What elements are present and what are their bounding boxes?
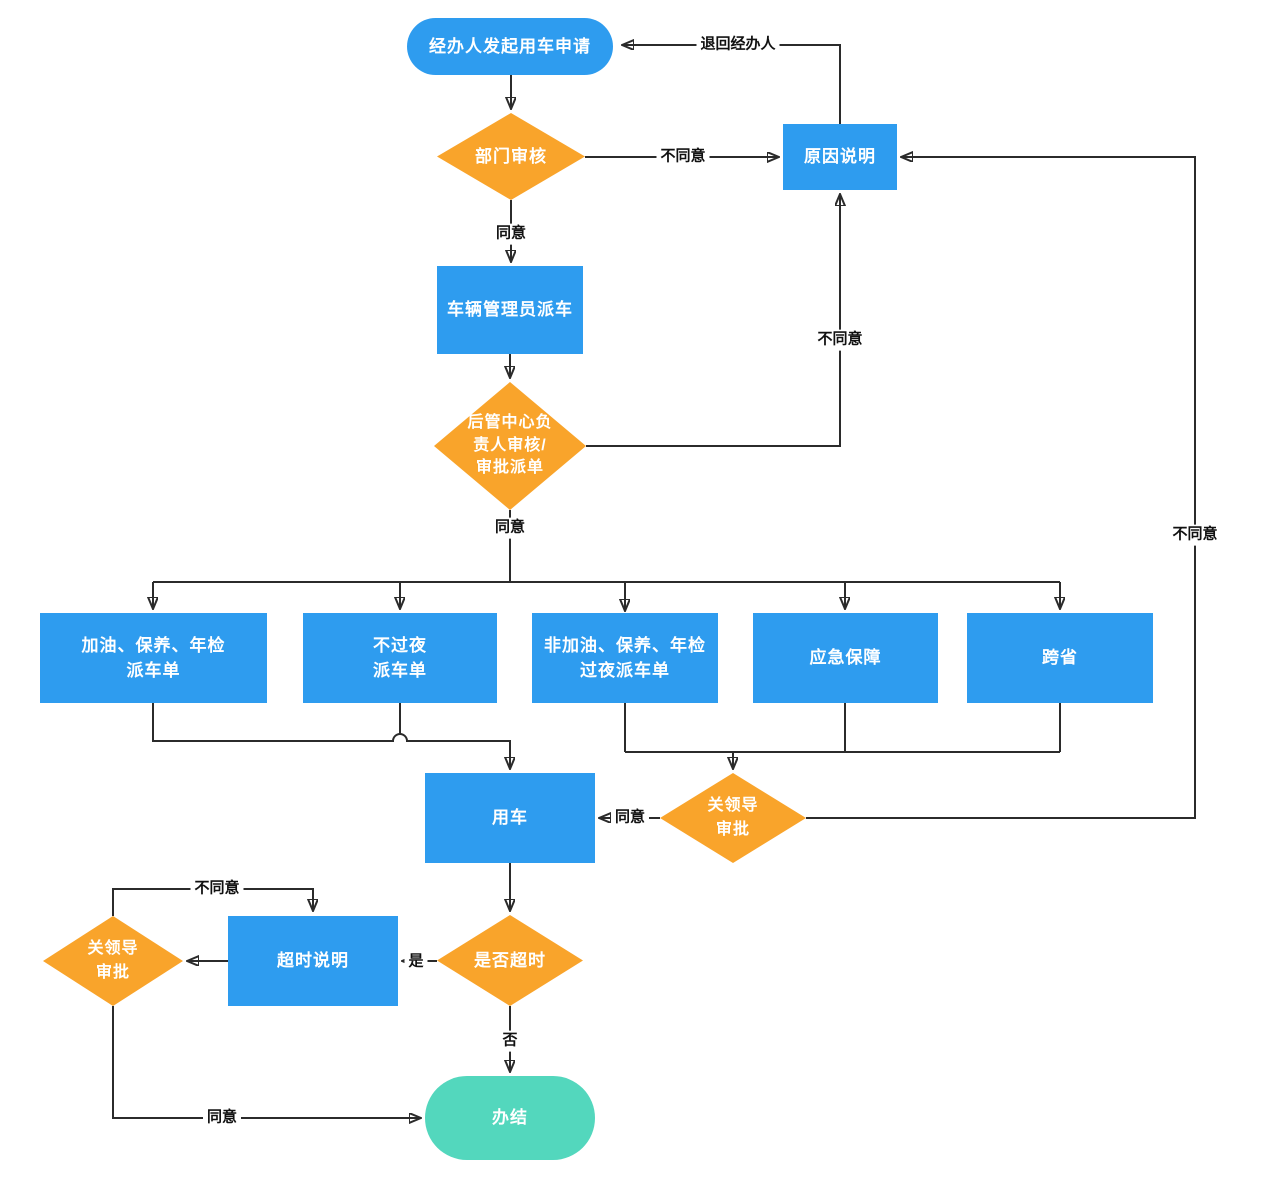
node-dept-review: 部门审核: [437, 113, 585, 200]
edge-label-yes: 是: [404, 951, 428, 973]
node-overtime-note: 超时说明: [228, 916, 398, 1006]
node-overtime-note-label: 超时说明: [277, 951, 349, 971]
edge-label-agree-center: 同意: [490, 517, 530, 539]
node-reason-label: 原因说明: [804, 147, 876, 167]
node-center-review-label: 后管中心负 责人审核/ 审批派单: [467, 414, 553, 477]
node-finish-label: 办结: [492, 1108, 528, 1128]
node-start: 经办人发起用车申请: [407, 18, 613, 75]
edge-order-fuel-to-use-vehicle: [152, 703, 510, 769]
node-order-fuel: 加油、保养、年检 派车单: [40, 613, 267, 703]
node-reason: 原因说明: [783, 124, 897, 190]
edge-leader-mid-to-reason: [806, 157, 1196, 819]
node-cross-province-label: 跨省: [1042, 648, 1078, 668]
edge-label-disagree-leader-mid: 不同意: [1168, 524, 1222, 546]
node-dispatch: 车辆管理员派车: [437, 266, 583, 354]
node-use-vehicle-label: 用车: [492, 808, 528, 828]
edge-reason-to-start-return: [622, 45, 841, 124]
node-emergency: 应急保障: [753, 613, 938, 703]
edge-center-review-to-reason: [586, 194, 840, 447]
node-leader-approval-mid-label: 关领导 审批: [707, 797, 759, 838]
edge-leader-bottom-to-finish: [112, 1006, 421, 1118]
edge-label-agree-leader-bottom: 同意: [202, 1107, 242, 1129]
node-overtime-check-label: 是否超时: [474, 950, 546, 970]
node-emergency-label: 应急保障: [809, 648, 882, 668]
edge-label-agree-leader-mid: 同意: [610, 807, 650, 829]
node-leader-approval-bottom-label: 关领导 审批: [87, 940, 139, 981]
node-overtime-check: 是否超时: [437, 915, 583, 1006]
node-dept-review-label: 部门审核: [475, 146, 547, 166]
node-cross-province: 跨省: [967, 613, 1153, 703]
node-center-review: 后管中心负 责人审核/ 审批派单: [434, 382, 586, 510]
node-leader-approval-bottom: 关领导 审批: [43, 916, 183, 1006]
node-order-no-overnight-label: 不过夜 派车单: [373, 635, 427, 681]
node-leader-approval-mid: 关领导 审批: [660, 773, 806, 863]
node-finish: 办结: [425, 1076, 595, 1160]
edge-label-disagree-dept: 不同意: [656, 146, 710, 168]
node-order-no-overnight: 不过夜 派车单: [303, 613, 497, 703]
edge-label-agree-dept: 同意: [491, 223, 531, 245]
node-start-label: 经办人发起用车申请: [429, 36, 591, 56]
node-order-fuel-label: 加油、保养、年检 派车单: [81, 635, 226, 681]
edge-label-return-to-agent: 退回经办人: [696, 34, 780, 56]
edge-label-disagree-center: 不同意: [813, 329, 867, 351]
edge-label-no: 否: [498, 1030, 522, 1052]
edge-label-disagree-leader-bottom: 不同意: [190, 878, 244, 900]
node-order-overnight: 非加油、保养、年检 过夜派车单: [532, 613, 718, 703]
node-order-overnight-label: 非加油、保养、年检 过夜派车单: [544, 635, 706, 681]
node-dispatch-label: 车辆管理员派车: [447, 300, 573, 320]
node-use-vehicle: 用车: [425, 773, 595, 863]
